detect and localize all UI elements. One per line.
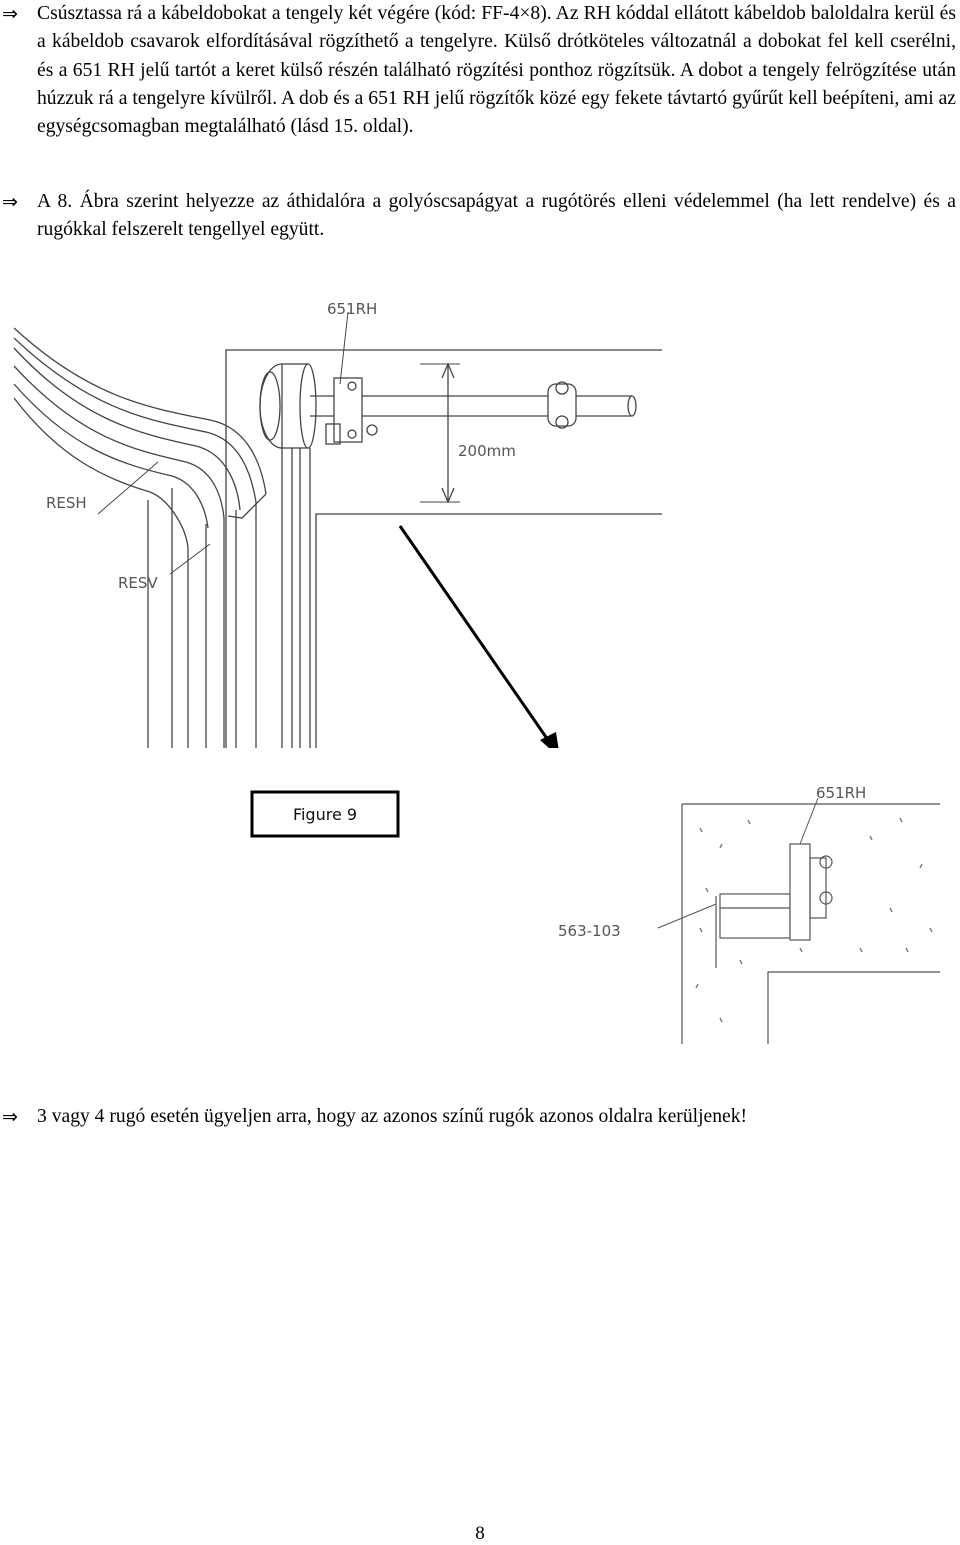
dimension-label: 200mm <box>458 442 516 460</box>
bullet-arrow-icon: ⇒ <box>2 191 18 213</box>
part-code-label: 563-103 <box>558 922 621 940</box>
bullet-arrow-icon: ⇒ <box>2 1106 18 1128</box>
resv-label: RESV <box>118 574 158 592</box>
paragraph-1-text: Csúsztassa rá a kábeldobokat a tengely k… <box>37 3 956 138</box>
paragraph-1: ⇒ Csúsztassa rá a kábeldobokat a tengely… <box>0 0 956 141</box>
top-drawing <box>13 292 662 748</box>
paragraph-2: ⇒ A 8. Ábra szerint helyezze az áthidaló… <box>0 188 956 245</box>
installation-figure: 651RH 200mm RESH RESV Figure 9 <box>13 292 940 1044</box>
paragraph-3: ⇒ 3 vagy 4 rugó esetén ügyeljen arra, ho… <box>0 1103 956 1131</box>
bracket-label-top: 651RH <box>327 300 377 318</box>
figure-caption-box: Figure 9 <box>250 790 400 838</box>
figure-caption: Figure 9 <box>293 805 357 824</box>
paragraph-3-text: 3 vagy 4 rugó esetén ügyeljen arra, hogy… <box>37 1106 748 1127</box>
bracket-label-detail: 651RH <box>816 784 866 802</box>
detail-drawing <box>524 748 940 1044</box>
page-number: 8 <box>475 1523 485 1544</box>
resh-label: RESH <box>46 494 87 512</box>
paragraph-2-text: A 8. Ábra szerint helyezze az áthidalóra… <box>37 191 956 241</box>
bullet-arrow-icon: ⇒ <box>2 3 18 25</box>
